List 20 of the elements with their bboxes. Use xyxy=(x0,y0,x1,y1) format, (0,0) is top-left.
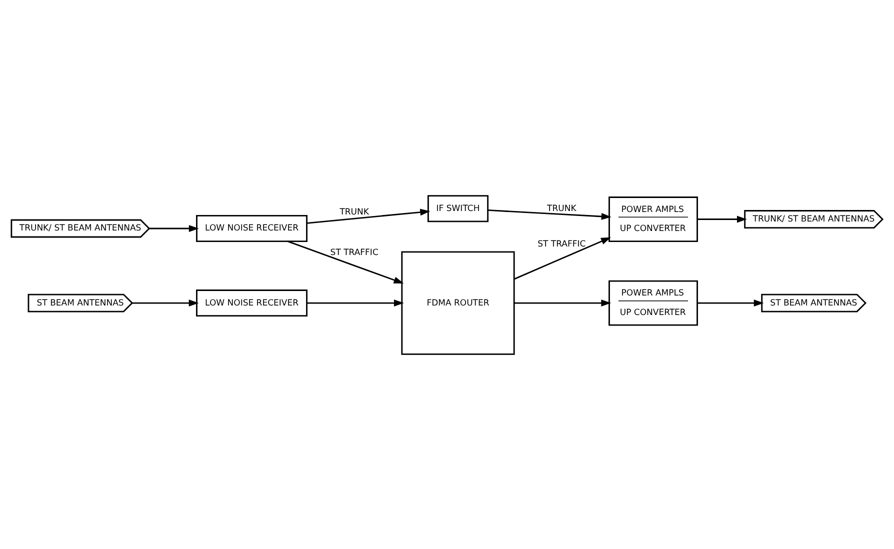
arrow xyxy=(306,299,404,306)
node-box: POWER AMPLS UP CONVERTER xyxy=(608,280,698,326)
node-box: FDMA ROUTER xyxy=(401,250,515,354)
arrow xyxy=(514,236,611,280)
node-box: LOW NOISE RECEIVER xyxy=(196,289,308,316)
node-box: POWER AMPLS UP CONVERTER xyxy=(608,196,698,242)
arrow xyxy=(149,224,199,232)
edge-label: ST TRAFFIC xyxy=(330,248,378,258)
arrow xyxy=(132,299,199,306)
node-box: LOW NOISE RECEIVER xyxy=(196,214,308,242)
edge-label: TRUNK xyxy=(340,207,369,218)
node-box: IF SWITCH xyxy=(427,194,489,222)
arrow xyxy=(306,208,430,224)
edge-label: TRUNK xyxy=(547,204,576,214)
arrow xyxy=(514,299,612,306)
edge-label: ST TRAFFIC xyxy=(538,239,586,250)
arrow xyxy=(697,299,764,306)
arrow xyxy=(697,215,747,222)
arrow xyxy=(488,209,612,220)
arrow xyxy=(287,240,404,284)
